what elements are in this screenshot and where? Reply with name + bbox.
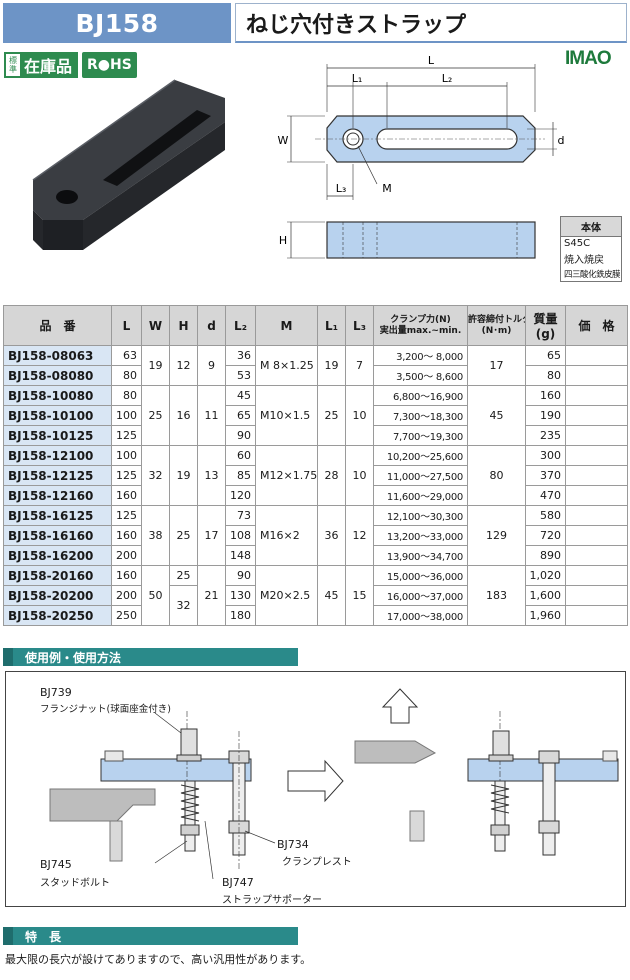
dim-M-label: M bbox=[382, 182, 392, 195]
label-bj734: BJ734 bbox=[277, 838, 309, 851]
table-row: BJ158-08080 80 53 3,500～ 8,600 80 bbox=[3, 365, 628, 386]
col-header: W bbox=[141, 305, 170, 346]
col-header-torque: 許容締付トルク(N･m) bbox=[467, 305, 526, 346]
table-header-row: 品 番 L W H d L₂ M L₁ L₃ クランプ力(N)実出量max.~m… bbox=[3, 305, 628, 346]
table-row: BJ158-12100 100 32 19 13 60 M12×1.75 28 … bbox=[3, 445, 628, 506]
dim-L2-label: L₂ bbox=[442, 72, 453, 85]
col-header-clamp: クランプ力(N)実出量max.~min. bbox=[373, 305, 468, 346]
strap-front-face bbox=[43, 220, 83, 250]
stock-badge-big: 在庫品 bbox=[20, 54, 77, 76]
label-bj739: BJ739 bbox=[40, 686, 72, 699]
col-header: L bbox=[111, 305, 142, 346]
workpiece-left bbox=[49, 788, 156, 822]
dim-L1-label: L₁ bbox=[352, 72, 363, 85]
dimension-drawing: L L₁ L₂ W d L₃ M H bbox=[278, 54, 565, 259]
spring-icon bbox=[180, 784, 200, 822]
table-row: BJ158-10125 125 90 7,700～19,300 235 bbox=[3, 425, 628, 446]
material-line: 四三酸化鉄皮膜 bbox=[564, 270, 621, 280]
strap-left bbox=[100, 758, 252, 782]
col-header: L₂ bbox=[225, 305, 256, 346]
table-row: BJ158-20250 250 180 17,000～38,000 1,960 bbox=[3, 605, 628, 626]
strap-top-face bbox=[33, 80, 225, 220]
usage-heading: 使用例・使用方法 bbox=[3, 648, 298, 666]
usage-frame bbox=[5, 671, 626, 907]
flange-nut-left bbox=[180, 728, 198, 758]
col-header: M bbox=[255, 305, 318, 346]
col-header: L₁ bbox=[317, 305, 346, 346]
material-line: 焼入焼戻 bbox=[564, 255, 604, 266]
table-row: BJ158-20160 160 50 25 21 90 M20×2.5 45 1… bbox=[3, 565, 628, 626]
table-row: BJ158-12160 160 120 11,600～29,000 470 bbox=[3, 485, 628, 506]
features-text: 最大限の長穴が設けてありますので、高い汎用性があります。 bbox=[5, 953, 312, 966]
material-header: 本体 bbox=[561, 217, 621, 237]
label-bj745-desc: スタッドボルト bbox=[40, 878, 110, 889]
label-bj739-desc: フランジナット(球面座金付き) bbox=[40, 704, 171, 715]
workpiece-right bbox=[354, 740, 437, 764]
spec-table: 品 番 L W H d L₂ M L₁ L₃ クランプ力(N)実出量max.~m… bbox=[3, 305, 628, 626]
slot-icon bbox=[103, 110, 211, 186]
product-name-title: ねじ穴付きストラップ bbox=[235, 3, 627, 43]
title-bar: BJ158 ねじ穴付きストラップ bbox=[3, 3, 627, 43]
dim-L3-label: L₃ bbox=[336, 182, 347, 195]
col-header: H bbox=[169, 305, 198, 346]
arrow-up-icon bbox=[381, 688, 419, 724]
rohs-badge: R●HS bbox=[82, 52, 137, 78]
label-bj734-desc: クランプレスト bbox=[282, 857, 352, 868]
table-row: BJ158-20200 200 32 130 16,000～37,000 1,6… bbox=[3, 585, 628, 626]
imao-logo: IMAO bbox=[565, 48, 612, 69]
label-bj747-desc: ストラップサポーター bbox=[222, 895, 322, 906]
support-block-right bbox=[409, 810, 425, 842]
label-bj745: BJ745 bbox=[40, 858, 72, 871]
arrow-right-icon bbox=[287, 759, 344, 803]
support-block bbox=[109, 820, 123, 862]
threaded-hole-icon bbox=[56, 190, 78, 204]
dim-W-label: W bbox=[278, 134, 289, 147]
col-header-mass: 質量(g) bbox=[525, 305, 566, 346]
side-view-body bbox=[326, 221, 536, 259]
dim-d-label: d bbox=[558, 134, 565, 147]
col-header: d bbox=[197, 305, 226, 346]
col-header: L₃ bbox=[345, 305, 374, 346]
features-heading: 特 長 bbox=[3, 927, 298, 945]
table-row: BJ158-08063 63 19 12 9 36 M 8×1.25 19 7 … bbox=[3, 345, 628, 386]
dim-L-label: L bbox=[428, 54, 435, 67]
stock-badge-small: 標準 bbox=[9, 56, 17, 74]
usage-illustration bbox=[49, 688, 619, 880]
material-box: 本体 S45C 焼入焼戻 四三酸化鉄皮膜 bbox=[560, 216, 622, 282]
table-row: BJ158-16125 125 38 25 17 73 M16×2 36 12 … bbox=[3, 505, 628, 566]
col-header: 品 番 bbox=[3, 305, 112, 346]
col-header: 価 格 bbox=[565, 305, 628, 346]
stock-badge: 標準 在庫品 bbox=[4, 52, 79, 78]
product-photo bbox=[32, 79, 225, 250]
table-row: BJ158-10080 80 25 16 11 45 M10×1.5 25 10… bbox=[3, 385, 628, 446]
product-code-title: BJ158 bbox=[3, 3, 231, 43]
dim-H-label: H bbox=[279, 234, 287, 247]
material-line: S45C bbox=[564, 238, 591, 249]
label-bj747: BJ747 bbox=[222, 876, 254, 889]
table-row: BJ158-16200 200 148 13,900～34,700 890 bbox=[3, 545, 628, 566]
